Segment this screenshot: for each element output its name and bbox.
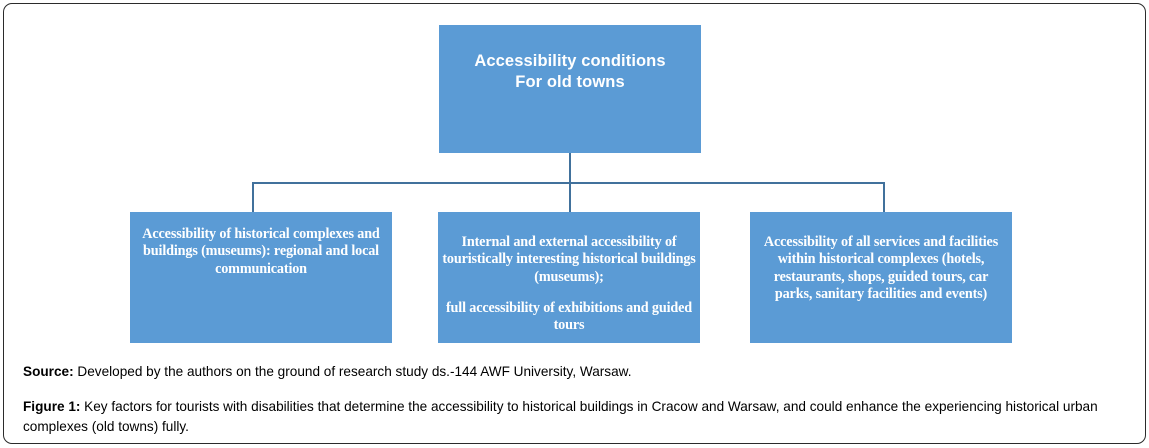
node-child-2-paragraph-1: Internal and external accessibility of t… — [442, 234, 696, 285]
connector-drop-left — [252, 182, 254, 213]
source-caption: Source: Developed by the authors on the … — [23, 362, 1128, 381]
node-child-2-paragraph-2: full accessibility of exhibitions and gu… — [445, 299, 693, 334]
node-child-accessibility-services-facilities: Accessibility of all services and facili… — [750, 212, 1012, 343]
node-child-1-paragraph-1: Accessibility of historical complexes an… — [142, 226, 380, 277]
source-text: Developed by the authors on the ground o… — [73, 364, 632, 379]
node-root-text: Accessibility conditions For old towns — [474, 51, 665, 93]
node-child-accessibility-historical-complexes: Accessibility of historical complexes an… — [130, 212, 392, 343]
figure-caption: Figure 1: Key factors for tourists with … — [23, 397, 1128, 436]
source-label: Source: — [23, 364, 74, 379]
node-child-internal-external-accessibility: Internal and external accessibility of t… — [438, 212, 700, 343]
connector-root-stem — [569, 153, 571, 183]
connector-horizontal-bus — [252, 182, 885, 184]
figure-text: Key factors for tourists with disabiliti… — [23, 399, 1098, 434]
node-root-line1: Accessibility conditions — [474, 52, 666, 70]
caption-block: Source: Developed by the authors on the … — [23, 362, 1128, 436]
node-child-3-paragraph-1: Accessibility of all services and facili… — [763, 234, 999, 302]
node-root: Accessibility conditions For old towns — [439, 25, 701, 153]
node-root-line2: For old towns — [515, 73, 625, 92]
hierarchy-diagram: Accessibility conditions For old towns A… — [130, 25, 1012, 343]
figure-label: Figure 1: — [23, 399, 81, 415]
connector-drop-right — [883, 182, 885, 213]
connector-drop-middle — [569, 182, 571, 213]
